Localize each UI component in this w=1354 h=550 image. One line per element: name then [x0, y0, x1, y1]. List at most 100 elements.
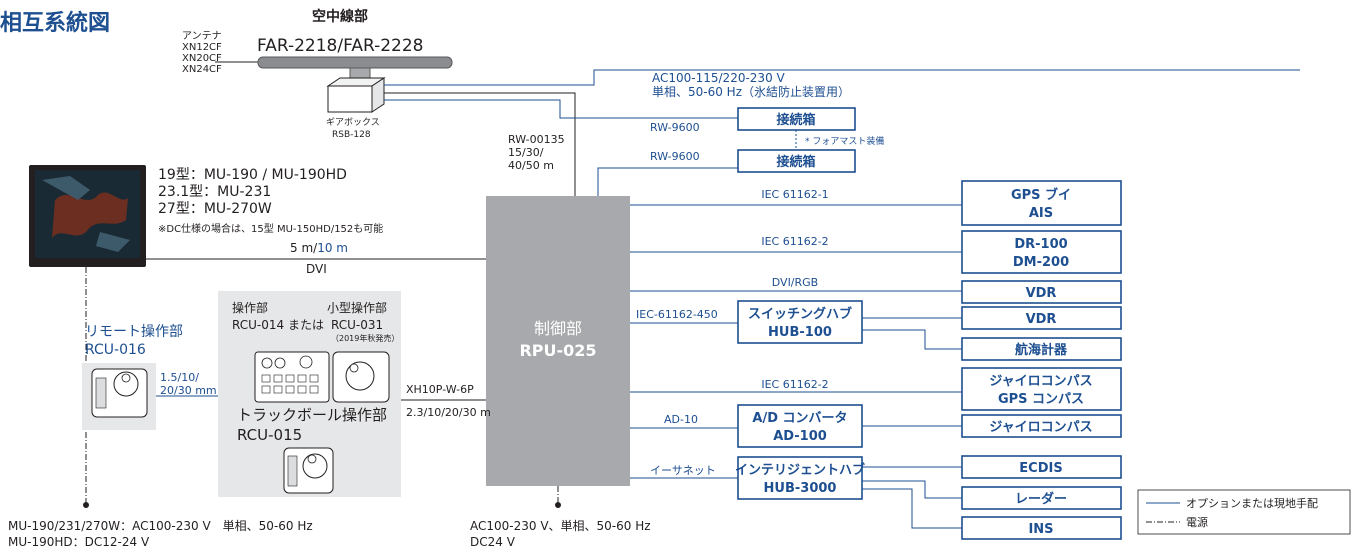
cable-rw00135-label: RW-00135: [508, 133, 565, 146]
junction-box-1-label: 接続箱: [776, 112, 815, 128]
trackball-label: トラックボール操作部: [237, 406, 387, 424]
processor-unit: [486, 196, 630, 486]
device-vdr-1: [961, 280, 1122, 304]
antenna-model-3: XN24CF: [182, 64, 222, 75]
mini-op-label: 小型操作部: [327, 300, 387, 315]
conn-cable-gyro-gps: IEC 61162-2: [761, 378, 828, 391]
legend-box: [1137, 489, 1351, 535]
device-vdr-1-label: VDR: [1026, 286, 1057, 301]
device-vdr-2-label: VDR: [1026, 312, 1057, 327]
power-right-line1: AC100-230 V、単相、50-60 Hz: [470, 519, 651, 533]
device-ecdis-label: ECDIS: [1019, 461, 1062, 476]
aerial-power-line: [384, 69, 1300, 86]
device-ecdis: [961, 455, 1122, 479]
conn-cable-switch-hub: IEC-61162-450: [636, 308, 718, 321]
conn-cable-dr: IEC 61162-2: [761, 235, 828, 248]
remote-cable-length1: 1.5/10/: [160, 371, 199, 384]
device-ins-label: INS: [1028, 522, 1053, 537]
device-gps-compass-label: GPS コンパス: [998, 392, 1084, 407]
legend-option-label: オプションまたは現地手配: [1186, 496, 1318, 510]
conn-cable-ethernet: イーサネット: [650, 464, 716, 477]
panel-cable-type: XH10P-W-6P: [406, 383, 474, 396]
conn-cable-gps-ais: IEC 61162-1: [761, 188, 828, 201]
intelligent-hub: [737, 456, 863, 500]
intelligent-hub-model: HUB-3000: [764, 481, 837, 496]
switching-hub: [737, 300, 863, 344]
junction-line-1: [384, 99, 738, 119]
mini-op-model: RCU-031: [331, 318, 383, 332]
conn-cable-ad: AD-10: [664, 413, 698, 426]
device-radar-label: レーダー: [1015, 491, 1067, 507]
aerial-signal-cable: [384, 92, 576, 196]
antenna-label: アンテナ: [182, 30, 222, 42]
ad-converter: [737, 404, 863, 448]
legend-power-label: 電源: [1186, 515, 1208, 529]
page-title: 相互系統図: [0, 10, 110, 36]
device-vdr-2: [961, 306, 1122, 330]
hub-line-nav: [862, 329, 962, 350]
aerial-model: FAR-2218/FAR-2228: [257, 36, 423, 56]
processor-model: RPU-025: [519, 341, 596, 360]
ad-converter-model: AD-100: [773, 429, 827, 444]
conn-cable-vdr: DVI/RGB: [772, 276, 818, 289]
junction-cable-1: RW-9600: [650, 121, 700, 134]
cable-rw00135-length2: 40/50 m: [508, 159, 554, 172]
monitor-model-231: 23.1型：MU-231: [158, 184, 271, 200]
dvi-cable-type: DVI: [306, 262, 327, 276]
antenna-model-1: XN12CF: [182, 42, 222, 53]
intelligent-hub-label: インテリジェントハブ: [735, 462, 865, 478]
mini-op-note: （2019年秋発売）: [331, 333, 399, 343]
junction-box-2-label: 接続箱: [776, 154, 815, 170]
remote-control-icon: [91, 368, 148, 418]
power-right-line2: DC24 V: [470, 535, 516, 549]
device-gps-buoy-label: GPS ブイ: [1011, 187, 1071, 203]
gearbox-model: RSB-128: [332, 130, 371, 140]
ad-converter-label: A/D コンバータ: [752, 411, 847, 426]
device-dr100-label: DR-100: [1014, 237, 1067, 252]
device-dr-dm: [961, 230, 1122, 274]
switching-hub-model: HUB-100: [768, 325, 832, 340]
monitor-model-27: 27型：MU-270W: [158, 201, 272, 217]
junction-note: * フォアマスト装備: [805, 135, 884, 147]
cable-rw00135-length1: 15/30/: [508, 146, 544, 159]
trackball-model: RCU-015: [237, 426, 302, 444]
remote-cable-length2: 20/30 mm: [160, 384, 217, 397]
device-radar: [961, 486, 1122, 510]
processor-power-dot: [555, 502, 561, 508]
junction-line-2: [597, 167, 738, 196]
monitor-power-dot: [83, 502, 89, 508]
device-gyro-compass-label: ジャイロコンパス: [989, 374, 1092, 389]
switching-hub-label: スイッチングハブ: [748, 306, 852, 322]
remote-model: RCU-016: [85, 342, 146, 358]
op-models: RCU-014 または: [232, 318, 324, 332]
monitor-icon: [29, 165, 146, 267]
remote-label: リモート操作部: [85, 324, 183, 340]
junction-cable-2: RW-9600: [650, 150, 700, 163]
device-ais-label: AIS: [1029, 206, 1053, 221]
mini-control-unit-icon: [332, 351, 390, 403]
monitor-model-19: 19型：MU-190 / MU-190HD: [158, 167, 347, 183]
dvi-length: 5 m/10 m: [290, 241, 348, 255]
device-gyro-compass-2: [961, 414, 1122, 438]
device-nav-instruments-label: 航海計器: [1015, 342, 1068, 358]
antenna-icon: [257, 56, 453, 79]
monitor-dc-note: ※DC仕様の場合は、15型 MU-150HD/152も可能: [158, 222, 383, 235]
hub-line-radar: [862, 480, 962, 499]
junction-box-2: [737, 149, 856, 173]
antenna-model-2: XN20CF: [182, 53, 222, 64]
device-gps-ais: [961, 180, 1122, 226]
panel-cable-length: 2.3/10/20/30 m: [406, 406, 491, 419]
hub-line-ins: [862, 488, 962, 529]
device-nav-instruments: [961, 337, 1122, 361]
device-ins: [961, 516, 1122, 540]
processor-label: 制御部: [534, 319, 582, 338]
device-gyro-gps-compass: [961, 367, 1122, 411]
gearbox-label: ギアボックス: [326, 117, 380, 128]
power-left-line2: MU-190HD：DC12-24 V: [8, 535, 150, 549]
device-gyro-compass-2-label: ジャイロコンパス: [989, 420, 1092, 435]
trackball-unit-icon: [283, 447, 334, 494]
aerial-power-phase: 単相、50-60 Hz（氷結防止装置用）: [652, 84, 850, 99]
control-unit-icon: [254, 351, 330, 403]
op-label: 操作部: [232, 300, 268, 315]
